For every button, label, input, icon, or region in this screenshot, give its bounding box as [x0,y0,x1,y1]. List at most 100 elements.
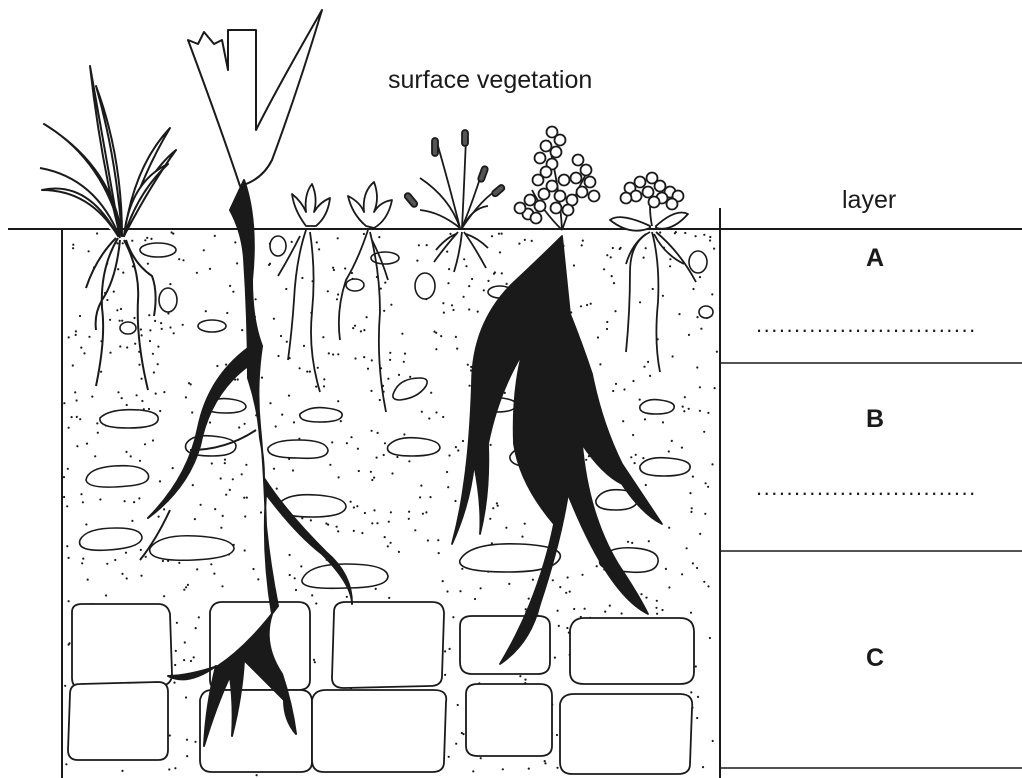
soil-speck [455,336,457,338]
soil-speck [172,467,174,469]
soil-speck [645,247,647,249]
soil-speck [468,308,470,310]
soil-speck [640,593,642,595]
soil-speck [238,426,240,428]
soil-speck [94,455,96,457]
soil-speck [96,232,98,234]
soil-speck [306,371,308,373]
small-flowering-plant [610,173,696,373]
soil-speck [467,364,469,366]
soil-speck [683,410,685,412]
soil-speck [707,585,709,587]
soil-speck [245,464,247,466]
soil-speck [524,239,526,241]
soil-speck [357,448,359,450]
soil-speck [121,397,123,399]
soil-speck [606,321,608,323]
soil-speck [461,568,463,570]
soil-speck [528,768,530,770]
soil-speck [234,241,236,243]
soil-speck [498,233,500,235]
soil-speck [337,400,339,402]
soil-speck [289,574,291,576]
soil-speck [203,249,205,251]
soil-speck [157,363,159,365]
soil-speck [76,445,78,447]
soil-speck [220,477,222,479]
answer-line-a[interactable]: ............................. [756,312,977,338]
soil-speck [144,239,146,241]
soil-speck [148,314,150,316]
soil-speck [354,357,356,359]
soil-speck [688,334,690,336]
soil-speck [352,327,354,329]
soil-speck [72,364,74,366]
soil-speck [604,611,606,613]
soil-speck [75,334,77,336]
soil-speck [67,468,69,470]
soil-speck [358,470,360,472]
soil-speck [452,309,454,311]
soil-speck [442,302,444,304]
soil-speck [109,352,111,354]
flower-blossom [555,135,566,146]
soil-speck [76,416,78,418]
soil-speck [367,368,369,370]
soil-speck [140,575,142,577]
soil-speck [544,762,546,764]
soil-speck [121,573,123,575]
soil-speck [384,536,386,538]
flower-blossom [581,165,592,176]
flower-blossom [531,213,542,224]
soil-speck [389,352,391,354]
soil-speck [703,581,705,583]
flower-blossom [535,153,546,164]
soil-speck [291,241,293,243]
soil-speck [285,288,287,290]
soil-speck [644,418,646,420]
soil-speck [140,328,142,330]
answer-line-b[interactable]: ............................. [756,475,977,501]
soil-speck [552,579,554,581]
soil-speck [456,348,458,350]
soil-speck [371,479,373,481]
soil-speck [652,288,654,290]
soil-speck [655,607,657,609]
soil-speck [709,236,711,238]
surface-vegetation-label: surface vegetation [388,66,592,95]
soil-speck [209,268,211,270]
soil-speck [371,359,373,361]
soil-speck [316,241,318,243]
soil-speck [659,231,661,233]
soil-speck [556,734,558,736]
soil-speck [176,622,178,624]
flower-blossom [635,177,646,188]
soil-speck [214,508,216,510]
soil-speck [243,497,245,499]
soil-speck [221,585,223,587]
soil-speck [344,267,346,269]
soil-speck [408,511,410,513]
soil-speck [682,406,684,408]
soil-speck [225,494,227,496]
soil-speck [603,268,605,270]
soil-speck [508,583,510,585]
soil-speck [692,288,694,290]
soil-speck [72,244,74,246]
soil-speck [288,395,290,397]
soil-speck [75,330,77,332]
soil-speck [611,275,613,277]
soil-speck [83,352,85,354]
soil-speck [192,484,194,486]
soil-speck [363,356,365,358]
soil-speck [314,661,316,663]
flower-blossom [533,175,544,186]
soil-speck [185,586,187,588]
soil-speck [131,240,133,242]
soil-speck [82,558,84,560]
soil-speck [371,522,373,524]
soil-speck [668,586,670,588]
soil-speck [556,767,558,769]
soil-speck [162,560,164,562]
soil-speck [425,511,427,513]
